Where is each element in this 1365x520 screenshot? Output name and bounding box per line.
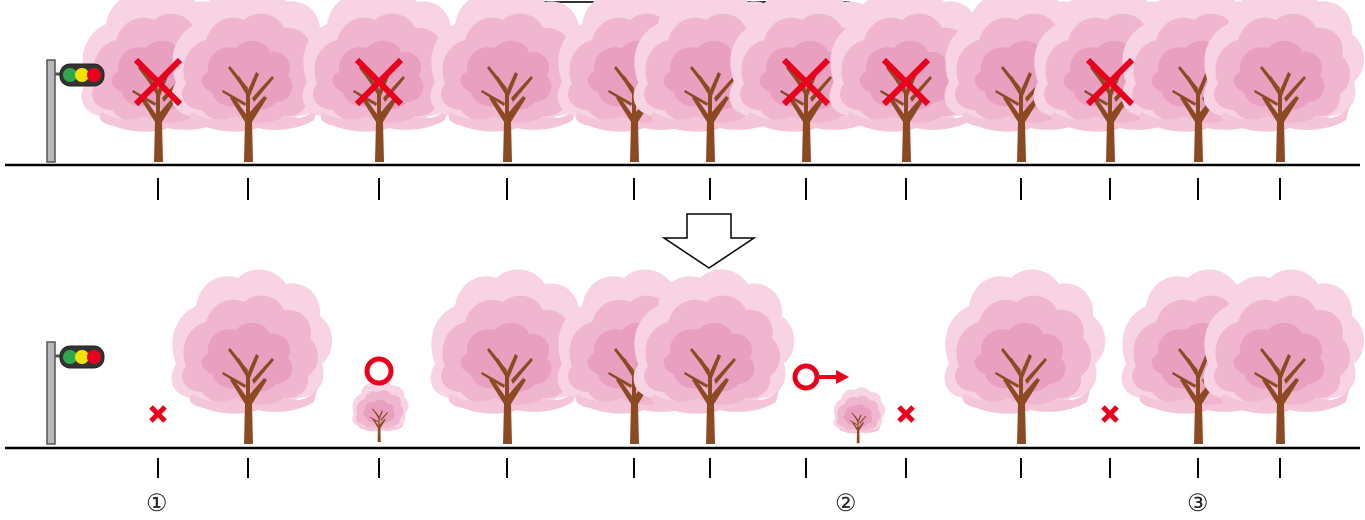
cherry-tree <box>1204 0 1365 162</box>
traffic-light-icon-after <box>45 340 106 446</box>
cross-icon <box>1103 407 1117 421</box>
after-tick-marks <box>157 458 1281 478</box>
arrow-right-icon <box>836 370 849 384</box>
sapling-tree <box>834 387 885 443</box>
circle-icon <box>364 356 394 386</box>
stump-label-3: ③ <box>1187 489 1209 517</box>
cherry-tree <box>172 269 333 444</box>
stump-label-1: ① <box>146 489 168 517</box>
cross-icon <box>899 407 913 421</box>
after-tree-row <box>172 269 1365 444</box>
cross-icon <box>151 407 165 421</box>
after-markers <box>151 356 1117 421</box>
sapling-tree <box>352 381 408 442</box>
cherry-tree <box>945 269 1106 444</box>
down-arrow-icon <box>661 213 757 269</box>
before-tick-marks <box>157 178 1281 200</box>
circle-icon <box>792 363 820 391</box>
stump-label-2: ② <box>835 489 857 517</box>
before-tree-row <box>82 0 1365 162</box>
